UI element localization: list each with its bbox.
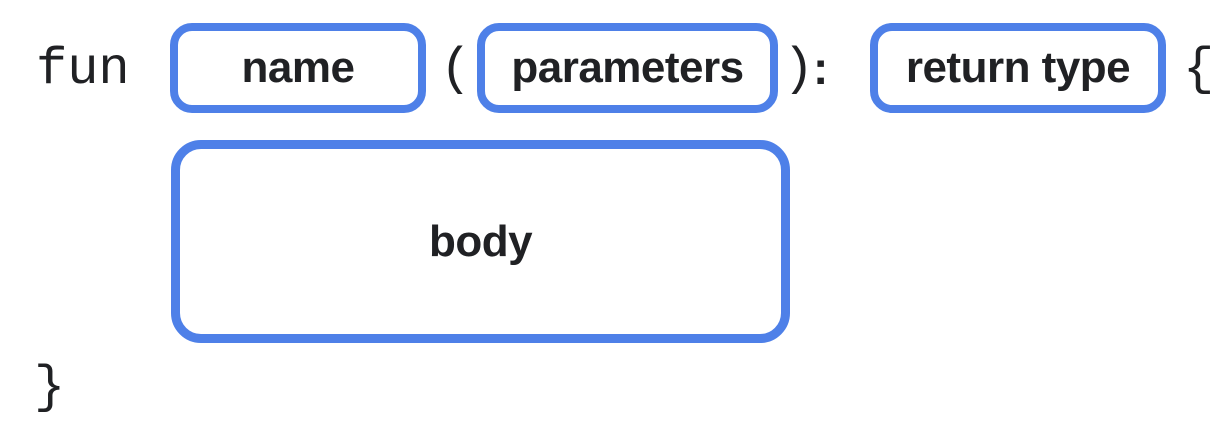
close-paren-symbol: ) — [783, 40, 815, 99]
function-name-box: name — [170, 23, 426, 113]
parameters-label: parameters — [511, 43, 744, 92]
return-type-label: return type — [905, 43, 1131, 92]
function-name-label: name — [241, 43, 355, 92]
fun-keyword: fun — [36, 40, 130, 99]
open-brace-symbol: { — [1183, 40, 1215, 99]
function-body-label: body — [428, 216, 533, 266]
open-paren-symbol: ( — [440, 40, 472, 99]
parameters-box: parameters — [477, 23, 778, 113]
function-body-box: body — [171, 140, 790, 343]
colon-symbol: : — [813, 42, 829, 94]
close-brace-symbol: } — [34, 358, 66, 417]
return-type-box: return type — [870, 23, 1166, 113]
